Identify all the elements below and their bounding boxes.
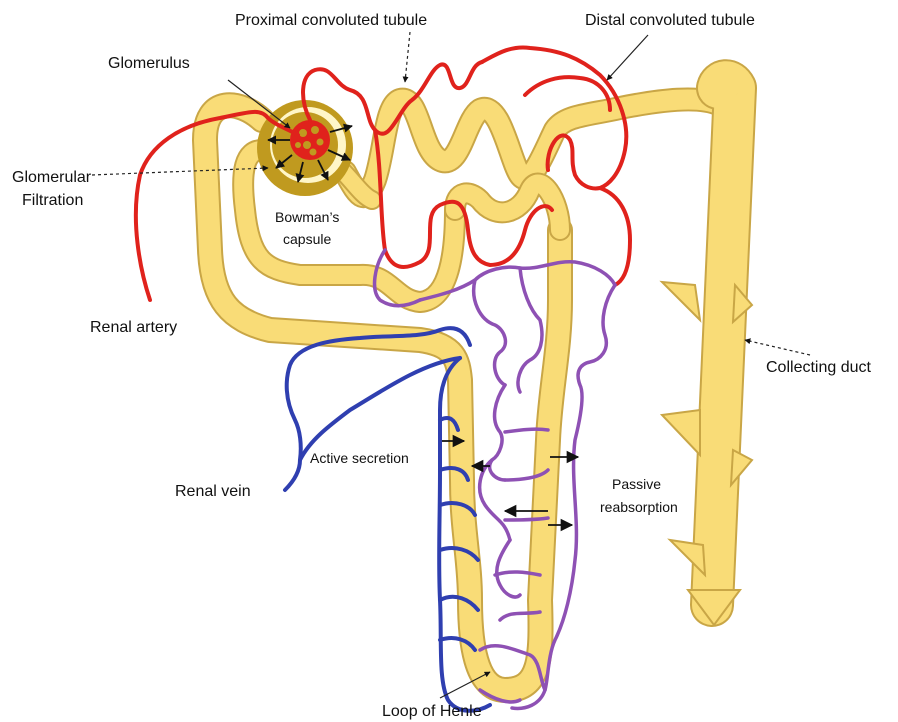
label-glomerular-filtration-1: Glomerular (12, 169, 92, 186)
duct-branch-1 (662, 282, 700, 320)
peritubular-capillaries (375, 250, 615, 708)
label-passive-2: reabsorption (600, 499, 678, 515)
duct-branch-5 (670, 540, 705, 575)
duct-branch-3 (662, 410, 700, 455)
label-loop-of-henle: Loop of Henle (382, 703, 482, 720)
label-active-secretion: Active secretion (310, 450, 409, 466)
label-glomerulus: Glomerulus (108, 55, 190, 72)
label-renal-vein: Renal vein (175, 483, 251, 500)
label-glomerular-filtration-2: Filtration (22, 192, 83, 209)
label-bowmans-capsule-1: Bowman’s (275, 209, 339, 225)
label-distal-tubule: Distal convoluted tubule (585, 12, 755, 29)
label-passive-1: Passive (612, 476, 661, 492)
glomerulus (290, 120, 330, 160)
leader-distal (607, 35, 648, 80)
duct-branch-4 (731, 450, 752, 485)
label-renal-artery: Renal artery (90, 319, 177, 336)
collecting-duct (662, 81, 752, 625)
leader-collecting-duct (745, 340, 810, 355)
label-collecting-duct: Collecting duct (766, 359, 872, 376)
leader-proximal (405, 32, 410, 82)
label-proximal-tubule: Proximal convoluted tubule (235, 12, 427, 29)
label-bowmans-capsule-2: capsule (283, 231, 331, 247)
